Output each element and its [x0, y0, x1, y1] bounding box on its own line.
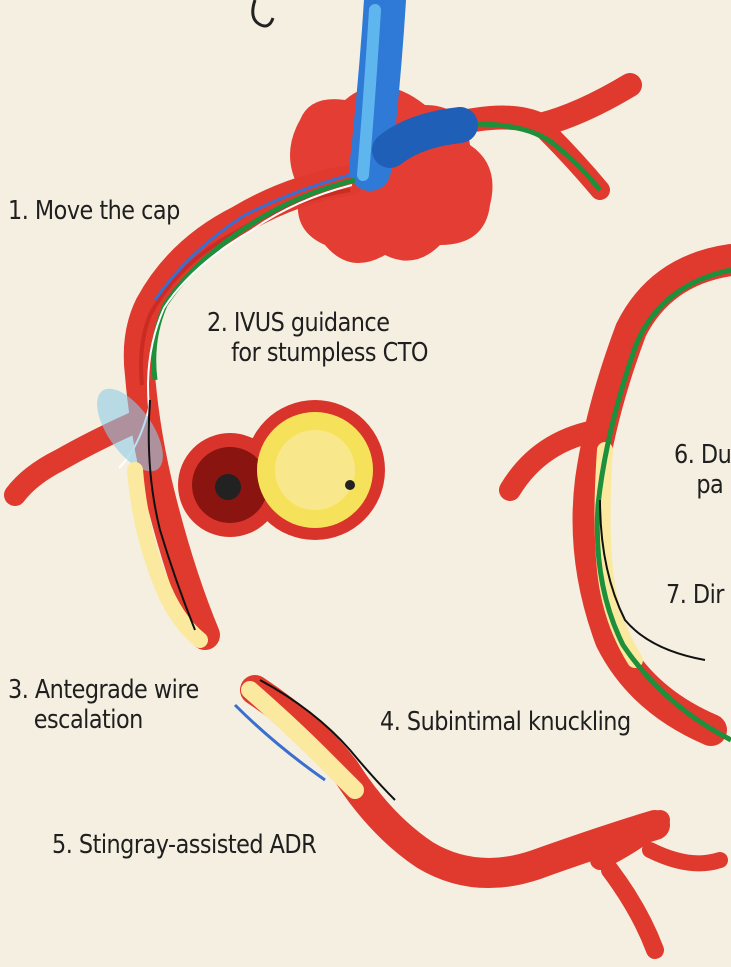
label-ivus-guidance: 2. IVUS guidance for stumpless CTO — [207, 308, 428, 368]
label-antegrade: 3. Antegrade wire escalation — [8, 675, 199, 735]
label-ivus-line1: 2. IVUS guidance — [207, 308, 428, 338]
label-move-cap-text: 1. Move the cap — [8, 196, 180, 226]
right-artery-top — [450, 85, 630, 125]
title-remnant — [253, 0, 273, 26]
label-stingray-text: 5. Stingray-assisted ADR — [52, 830, 316, 860]
label-direct-text: 7. Dir — [666, 580, 724, 610]
label-dual-line1: 6. Du — [674, 440, 731, 470]
lower-branch-right — [650, 850, 720, 863]
label-stingray: 5. Stingray-assisted ADR — [52, 830, 316, 860]
label-antegrade-line1: 3. Antegrade wire — [8, 675, 199, 705]
label-direct-partial: 7. Dir — [666, 580, 724, 610]
ivus-plaque-core — [275, 430, 355, 510]
label-dual-line2: pa — [674, 470, 731, 500]
label-subintimal-text: 4. Subintimal knuckling — [380, 707, 631, 737]
label-subintimal: 4. Subintimal knuckling — [380, 707, 631, 737]
label-ivus-line2: for stumpless CTO — [207, 338, 428, 368]
ivus-wire-dot — [345, 480, 355, 490]
label-dual-partial: 6. Du pa — [674, 440, 731, 500]
label-antegrade-line2: escalation — [8, 705, 199, 735]
label-move-cap: 1. Move the cap — [8, 196, 180, 226]
lower-branch-down — [610, 870, 655, 950]
ivus-catheter — [215, 474, 241, 500]
